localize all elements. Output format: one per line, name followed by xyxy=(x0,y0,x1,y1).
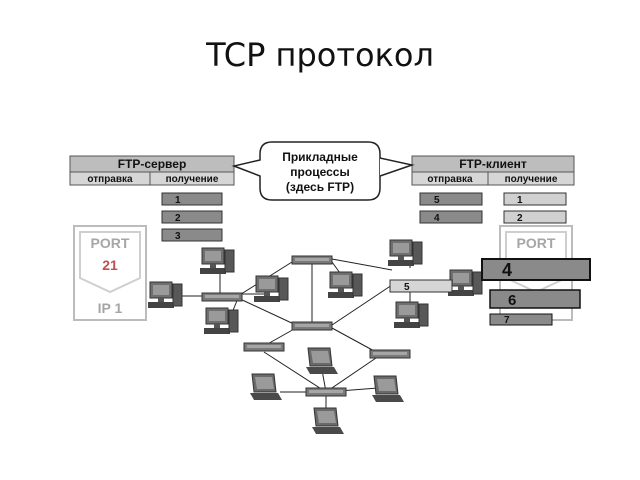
bubble-line-2: процессы xyxy=(290,165,349,179)
computer-server xyxy=(147,281,183,309)
ftp-client-title: FTP-клиент xyxy=(459,157,527,171)
bubble-line-1: Прикладные xyxy=(282,150,358,164)
computer-4 xyxy=(327,271,363,299)
transit-packet-6: 6 xyxy=(508,292,516,309)
laptop-2 xyxy=(305,347,339,375)
computer-3 xyxy=(203,307,239,335)
laptop-4 xyxy=(311,407,345,435)
client-send-packet-5: 5 xyxy=(434,195,440,206)
client-recv-packet-2: 2 xyxy=(517,213,523,224)
server-packet-3: 3 xyxy=(175,231,181,242)
hub-lower-left xyxy=(243,342,285,352)
server-port-number: 21 xyxy=(102,257,118,273)
client-send-packet-4: 4 xyxy=(434,213,440,224)
ftp-server-header: FTP-сервер отправка получение xyxy=(69,155,235,186)
server-packets: 1 2 3 xyxy=(161,192,223,242)
bubble-line-3: (здесь FTP) xyxy=(286,180,354,194)
client-recv-packet-1: 1 xyxy=(517,195,523,206)
transit-packet-5: 5 xyxy=(404,282,410,293)
computer-6 xyxy=(393,301,429,329)
server-port-label: PORT xyxy=(91,235,130,251)
laptop-3 xyxy=(371,375,405,403)
server-receive-label: получение xyxy=(166,174,219,185)
hub-middle xyxy=(291,321,333,331)
computer-1 xyxy=(199,247,235,275)
server-send-label: отправка xyxy=(87,174,133,185)
app-process-bubble: Прикладные процессы (здесь FTP) xyxy=(231,141,415,201)
server-ip-label: IP 1 xyxy=(98,300,123,316)
server-port-box: PORT 21 IP 1 xyxy=(73,225,147,321)
server-packet-1: 1 xyxy=(175,195,181,206)
hub-lower-right xyxy=(369,349,411,359)
client-send-packets: 5 4 xyxy=(419,192,483,224)
ftp-client-header: FTP-клиент отправка получение xyxy=(411,155,575,186)
client-receive-label: получение xyxy=(505,174,558,185)
client-port-label: PORT xyxy=(517,235,556,251)
ftp-server-title: FTP-сервер xyxy=(118,157,187,171)
hub-left xyxy=(201,292,243,302)
computer-client xyxy=(447,269,483,297)
transit-packets: 5 4 6 7 xyxy=(389,258,591,326)
hub-top xyxy=(291,255,333,265)
transit-packet-7: 7 xyxy=(504,315,510,326)
transit-packet-4: 4 xyxy=(502,260,512,280)
laptop-1 xyxy=(249,373,283,401)
computer-2 xyxy=(253,275,289,303)
client-send-label: отправка xyxy=(427,174,473,185)
computer-5 xyxy=(387,239,423,267)
hub-bottom xyxy=(305,387,347,397)
slide-title: TCP протокол xyxy=(206,36,434,74)
server-packet-2: 2 xyxy=(175,213,181,224)
